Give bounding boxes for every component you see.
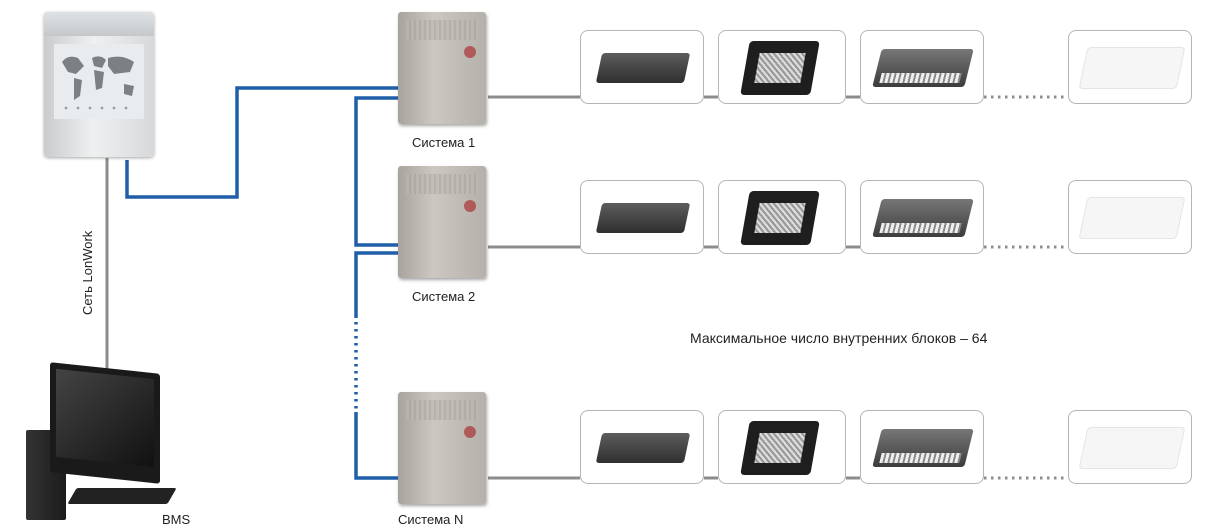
ceiling-indoor-unit-icon xyxy=(1078,47,1186,89)
lonworks-gateway-icon xyxy=(44,12,154,157)
indoor-unit-box xyxy=(860,410,984,484)
one-way-cassette-unit-icon xyxy=(872,199,974,237)
indoor-unit-box xyxy=(718,410,846,484)
duct-indoor-unit-icon xyxy=(595,53,691,83)
outdoor-unit-icon xyxy=(398,166,486,278)
outdoor-unit-icon xyxy=(398,392,486,504)
indoor-unit-box xyxy=(580,30,704,104)
cassette-indoor-unit-icon xyxy=(740,191,820,245)
indoor-unit-box xyxy=(1068,180,1192,254)
bus-systemN-line xyxy=(354,412,398,480)
ceiling-indoor-unit-icon xyxy=(1078,427,1186,469)
one-way-cassette-unit-icon xyxy=(872,429,974,467)
indoor-unit-box xyxy=(718,180,846,254)
cassette-indoor-unit-icon xyxy=(740,41,820,95)
system1-label: Система 1 xyxy=(412,135,476,150)
duct-indoor-unit-icon xyxy=(595,433,691,463)
outdoor-unit-icon xyxy=(398,12,486,124)
indoor-unit-box xyxy=(1068,30,1192,104)
duct-indoor-unit-icon xyxy=(595,203,691,233)
system2-label: Система 2 xyxy=(412,289,476,304)
bus-gateway-line xyxy=(125,86,398,199)
bms-label: BMS xyxy=(162,512,191,527)
indoor-unit-box xyxy=(580,410,704,484)
gateway-top-band xyxy=(44,12,154,36)
indoor-unit-box xyxy=(718,30,846,104)
systemN-label: Система N xyxy=(398,512,464,527)
indoor-unit-box xyxy=(580,180,704,254)
indoor-unit-box xyxy=(860,30,984,104)
keyboard-icon xyxy=(67,488,177,504)
indoor-unit-box xyxy=(1068,410,1192,484)
indoor-unit-box xyxy=(860,180,984,254)
one-way-cassette-unit-icon xyxy=(872,49,974,87)
max-units-note: Максимальное число внутренних блоков – 6… xyxy=(690,330,988,346)
computer-icon xyxy=(50,362,160,484)
cassette-indoor-unit-icon xyxy=(740,421,820,475)
bus-system1-2-line xyxy=(354,96,398,247)
ceiling-indoor-unit-icon xyxy=(1078,197,1186,239)
world-map-icon xyxy=(54,44,144,119)
bus-system2-dots-line xyxy=(354,251,398,318)
network-label: Сеть LonWork xyxy=(80,230,95,315)
